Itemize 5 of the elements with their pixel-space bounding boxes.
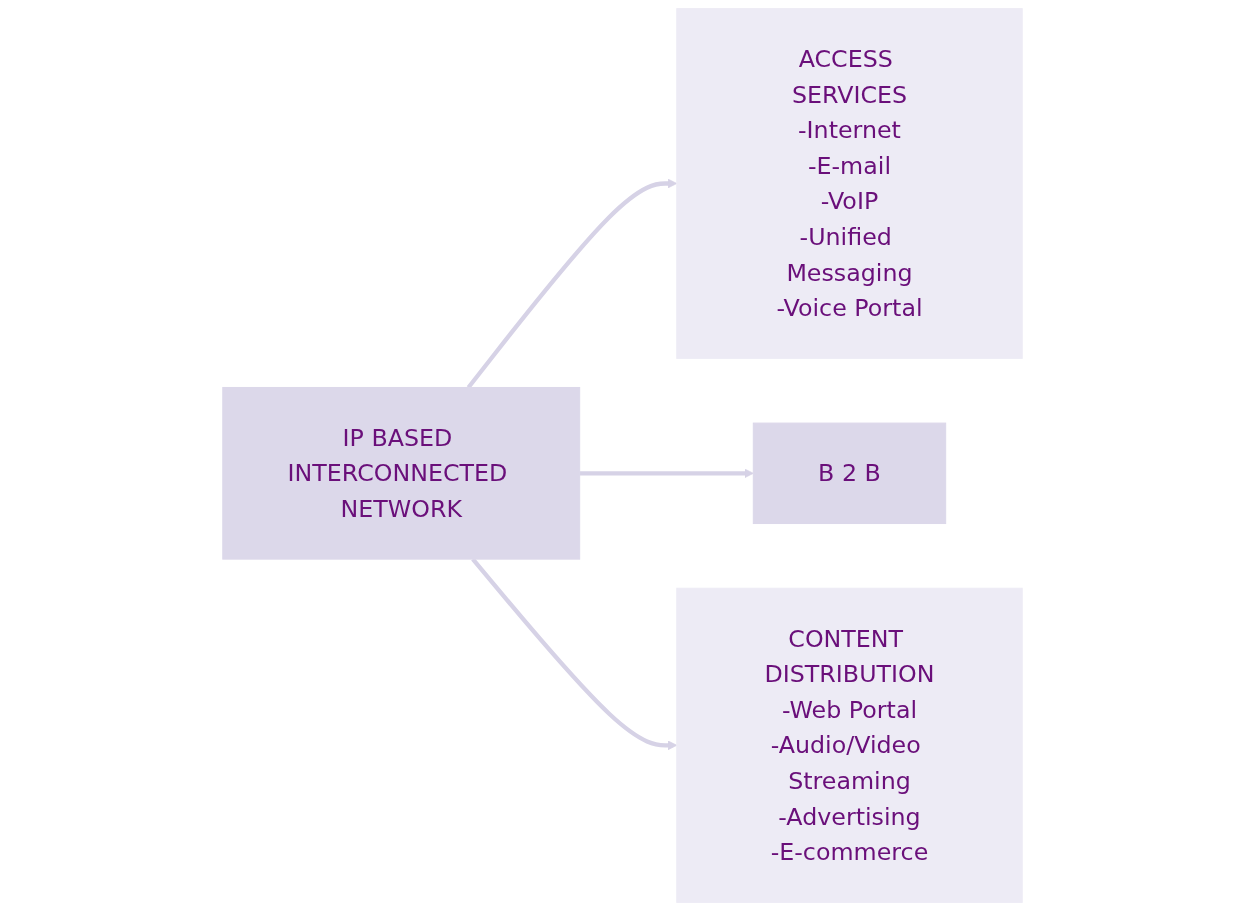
arrow [579, 468, 754, 479]
node-box: ACCESS SERVICES -Internet -E-mail -VoIP -Unified Messaging -Voice Portal [676, 8, 1023, 359]
node-box: B 2 B [752, 422, 947, 525]
node-box: IP BASED INTERCONNECTED NETWORK [222, 386, 581, 560]
node-box: CONTENT DISTRIBUTION -Web Portal -Audio/Video Streaming -Advertising -E-commerce [676, 587, 1023, 903]
